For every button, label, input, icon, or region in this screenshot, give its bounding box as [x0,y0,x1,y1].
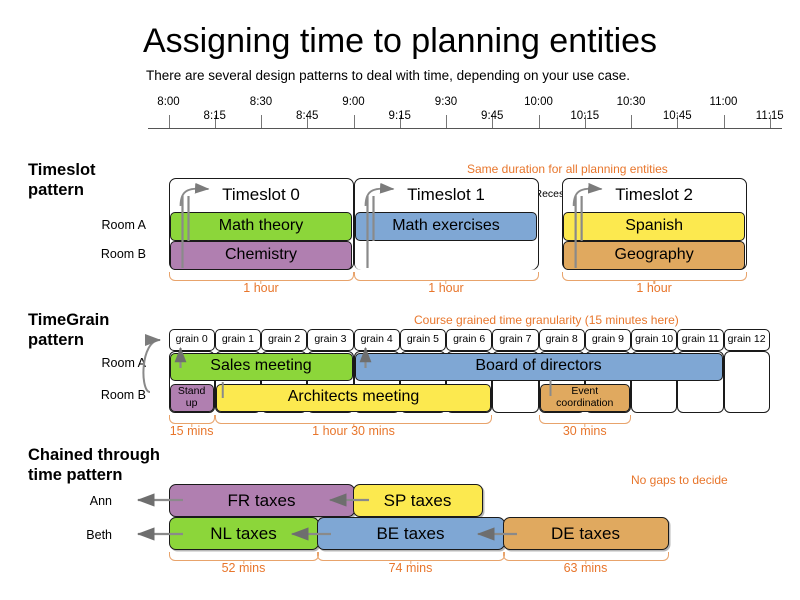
timegrain-task-room-a[interactable]: Sales meeting [169,352,353,381]
axis-tick-label: 9:00 [342,96,365,108]
timeslot-header-label: Timeslot 1 [407,185,485,204]
axis-tick [769,115,771,128]
timeslot-header-label: Timeslot 2 [615,185,694,204]
timeslot-bracket [561,272,747,281]
timegrain-grain-cell[interactable]: grain 8 [538,329,585,351]
chained-task-ann[interactable]: FR taxes [168,484,355,517]
timegrain-grain-cell[interactable]: grain 6 [446,329,493,351]
axis-tick [214,115,216,128]
timeslot-task-room-b[interactable]: Geography [563,241,746,270]
timegrain-grain-cell[interactable]: grain 7 [492,329,539,351]
timegrain-bracket [538,415,631,424]
timegrain-bracket [214,415,493,424]
timeslot-task-room-a[interactable]: Math exercises [355,212,537,241]
axis-tick [723,115,725,128]
timeslot-task-room-b[interactable]: Chemistry [170,241,352,270]
axis-tick [446,115,447,128]
timegrain-grain-cell[interactable]: grain 9 [584,329,631,351]
axis-tick-label: 11:00 [709,96,738,108]
timegrain-grain-cell[interactable]: grain 12 [723,329,770,351]
chained-bracket [168,552,319,561]
axis-tick [307,115,309,128]
timeslot-header-label: Timeslot 0 [222,185,300,204]
chained-row-label-ann: Ann [89,494,112,508]
axis-tick-label: 8:00 [157,96,180,108]
chained-note: No gaps to decide [631,473,728,487]
timegrain-grain-cell[interactable]: grain 4 [353,329,400,351]
timegrain-bracket-label: 15 mins [169,424,214,438]
timegrain-row-label-room-a: Room A [101,356,146,370]
chained-section-title: Chained through time pattern [28,446,160,484]
axis-tick-label: 8:45 [296,110,319,122]
chained-bracket [502,552,669,561]
axis-tick [538,115,540,128]
timegrain-note: Course grained time granularity (15 minu… [414,313,679,327]
axis-tick [677,115,679,128]
timegrain-grain-cell[interactable]: grain 2 [261,329,308,351]
chained-row-label-beth: Beth [86,528,112,542]
timegrain-task-room-a[interactable]: Board of directors [354,352,723,381]
timeslot-section-title: Timeslot pattern [28,161,96,199]
timeslot-bracket [353,272,539,281]
timeslot-row-label-room-a: Room A [101,218,146,232]
timegrain-bracket-label: 1 hour 30 mins [312,424,395,438]
timegrain-row-label-room-b: Room B [100,388,146,402]
chained-task-beth[interactable]: DE taxes [502,517,669,550]
axis-tick-label: 11:15 [755,110,784,122]
timegrain-task-room-b[interactable]: Stand up [169,383,214,412]
axis-tick-label: 10:00 [524,96,553,108]
axis-tick-label: 10:30 [616,96,646,108]
chained-task-beth[interactable]: BE taxes [316,517,505,550]
timeslot-note: Same duration for all planning entities [467,162,668,176]
timegrain-grain-cell[interactable]: grain 3 [307,329,354,351]
timeslot-row-label-room-b: Room B [100,247,146,261]
chained-bracket-label: 52 mins [221,561,266,575]
timegrain-grain-cell[interactable]: grain 5 [399,329,446,351]
timegrain-grain-column [723,351,770,413]
axis-tick-label: 10:45 [662,110,692,122]
axis-tick-label: 8:30 [249,96,273,108]
chained-bracket-label: 74 mins [388,561,433,575]
axis-tick [353,115,355,128]
axis-tick [261,115,262,128]
timegrain-grain-cell[interactable]: grain 10 [631,329,678,351]
timegrain-grain-cell[interactable]: grain 11 [677,329,724,351]
axis-tick-label: 9:45 [481,110,504,122]
axis-tick-label: 9:30 [434,96,458,108]
axis-tick [631,115,632,128]
timegrain-task-room-b[interactable]: Architects meeting [215,383,492,412]
axis-tick [399,115,401,128]
timeslot-bracket-label: 1 hour [428,281,464,295]
axis-tick-label: 9:15 [388,110,411,122]
timegrain-task-room-b[interactable]: Event coordination [539,383,630,412]
timeslot-task-room-b-empty [355,241,537,270]
timegrain-bracket-label: 30 mins [562,424,607,438]
time-axis-line [148,128,782,129]
axis-tick-label: 10:15 [570,110,600,122]
axis-tick-label: 8:15 [203,110,226,122]
chained-bracket [316,552,505,561]
timegrain-bracket [168,415,215,424]
timeslot-bracket [168,272,354,281]
timegrain-grain-cell[interactable]: grain 1 [214,329,261,351]
timeslot-bracket-label: 1 hour [636,281,672,295]
chained-task-ann[interactable]: SP taxes [352,484,483,517]
recess-label: Recess [534,188,570,200]
axis-tick [584,115,586,128]
timeslot-task-room-a[interactable]: Math theory [170,212,352,241]
page-title: Assigning time to planning entities [142,22,658,60]
axis-tick [168,115,170,128]
axis-tick [492,115,494,128]
page-subtitle: There are several design patterns to dea… [146,68,631,83]
timeslot-bracket-label: 1 hour [243,281,279,295]
chained-task-beth[interactable]: NL taxes [168,517,319,550]
timegrain-section-title: TimeGrain pattern [28,311,110,349]
timegrain-grain-cell[interactable]: grain 0 [168,329,215,351]
timeslot-task-room-a[interactable]: Spanish [563,212,746,241]
chained-bracket-label: 63 mins [563,561,608,575]
